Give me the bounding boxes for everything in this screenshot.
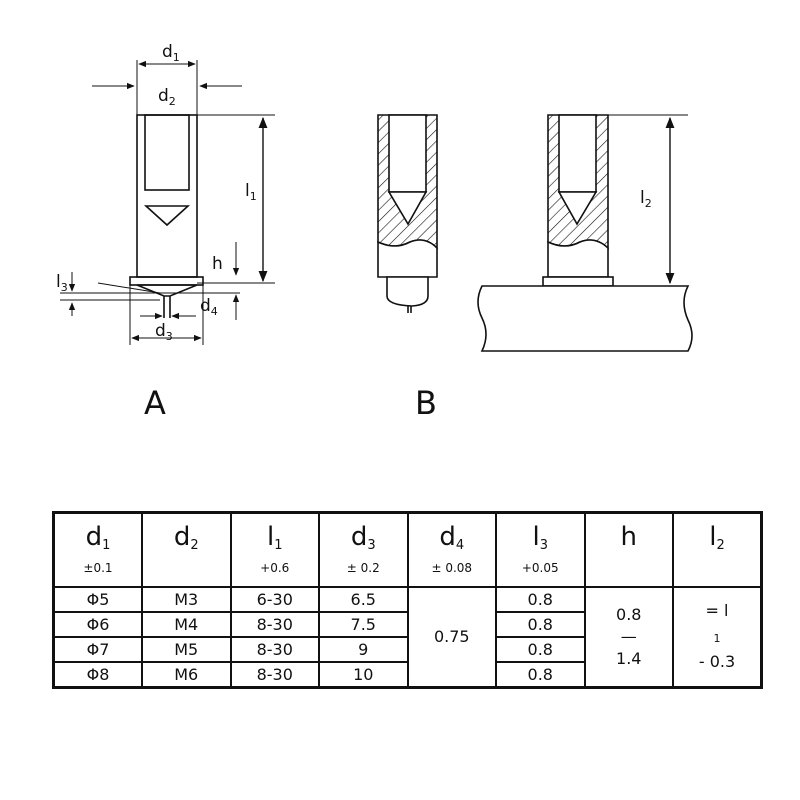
dim-h-label: h — [212, 254, 223, 274]
cell-l3: 0.8 — [495, 585, 586, 613]
cell-d3: 6.5 — [318, 585, 409, 613]
cell-l1: 6-30 — [229, 585, 320, 613]
header-h: h — [583, 511, 674, 588]
dim-d1-label: d1 — [162, 42, 180, 64]
spec-table: d1±0.1 d2 l1+0.6 d3± 0.2 d4± 0.08 l3+0.0… — [52, 511, 763, 689]
header-l1: l1+0.6 — [229, 511, 320, 588]
cell-d4-merged: 0.75 — [406, 585, 497, 688]
dim-d3-label: d3 — [155, 321, 173, 343]
cell-d2: M3 — [141, 585, 232, 613]
cell-l3: 0.8 — [495, 660, 586, 688]
cell-d2: M4 — [141, 610, 232, 638]
dim-d2-label: d2 — [158, 86, 176, 108]
view-b-label: B — [415, 384, 437, 422]
cell-l1: 8-30 — [229, 635, 320, 663]
header-d2: d2 — [141, 511, 232, 588]
dim-l2-label: l2 — [640, 188, 652, 210]
cell-d1: Φ5 — [52, 585, 143, 613]
spec-table-header-row: d1±0.1 d2 l1+0.6 d3± 0.2 d4± 0.08 l3+0.0… — [52, 511, 763, 588]
header-d4: d4± 0.08 — [406, 511, 497, 588]
cell-d3: 10 — [318, 660, 409, 688]
view-a-drawing — [60, 60, 275, 345]
dim-l1-label: l1 — [245, 181, 257, 203]
table-row: Φ6 M4 8-30 7.5 0.8 — [52, 610, 762, 638]
cell-d2: M6 — [141, 660, 232, 688]
cell-l3: 0.8 — [495, 610, 586, 638]
dim-l3-label: l3 — [56, 272, 68, 294]
header-d3: d3± 0.2 — [318, 511, 409, 588]
cell-d3: 9 — [318, 635, 409, 663]
view-b-left-drawing — [377, 114, 438, 313]
cell-d1: Φ7 — [52, 635, 143, 663]
view-a-label: A — [144, 384, 166, 422]
cell-d1: Φ8 — [52, 660, 143, 688]
cell-d3: 7.5 — [318, 610, 409, 638]
dim-d4-label: d4 — [200, 296, 218, 318]
header-l2: l2 — [672, 511, 763, 588]
cell-d1: Φ6 — [52, 610, 143, 638]
table-row: Φ8 M6 8-30 10 0.8 — [52, 660, 762, 688]
header-d1: d1±0.1 — [52, 511, 143, 588]
cell-l1: 8-30 — [229, 610, 320, 638]
cell-d2: M5 — [141, 635, 232, 663]
table-row: Φ7 M5 8-30 9 0.8 — [52, 635, 762, 663]
technical-drawing: d1 d2 l1 h l3 d4 d3 A l2 B — [56, 42, 693, 422]
cell-l1: 8-30 — [229, 660, 320, 688]
view-b-right-drawing — [477, 114, 693, 352]
header-l3: l3+0.05 — [495, 511, 586, 588]
cell-l3: 0.8 — [495, 635, 586, 663]
cell-h-merged: 0.8 — 1.4 — [583, 585, 674, 688]
